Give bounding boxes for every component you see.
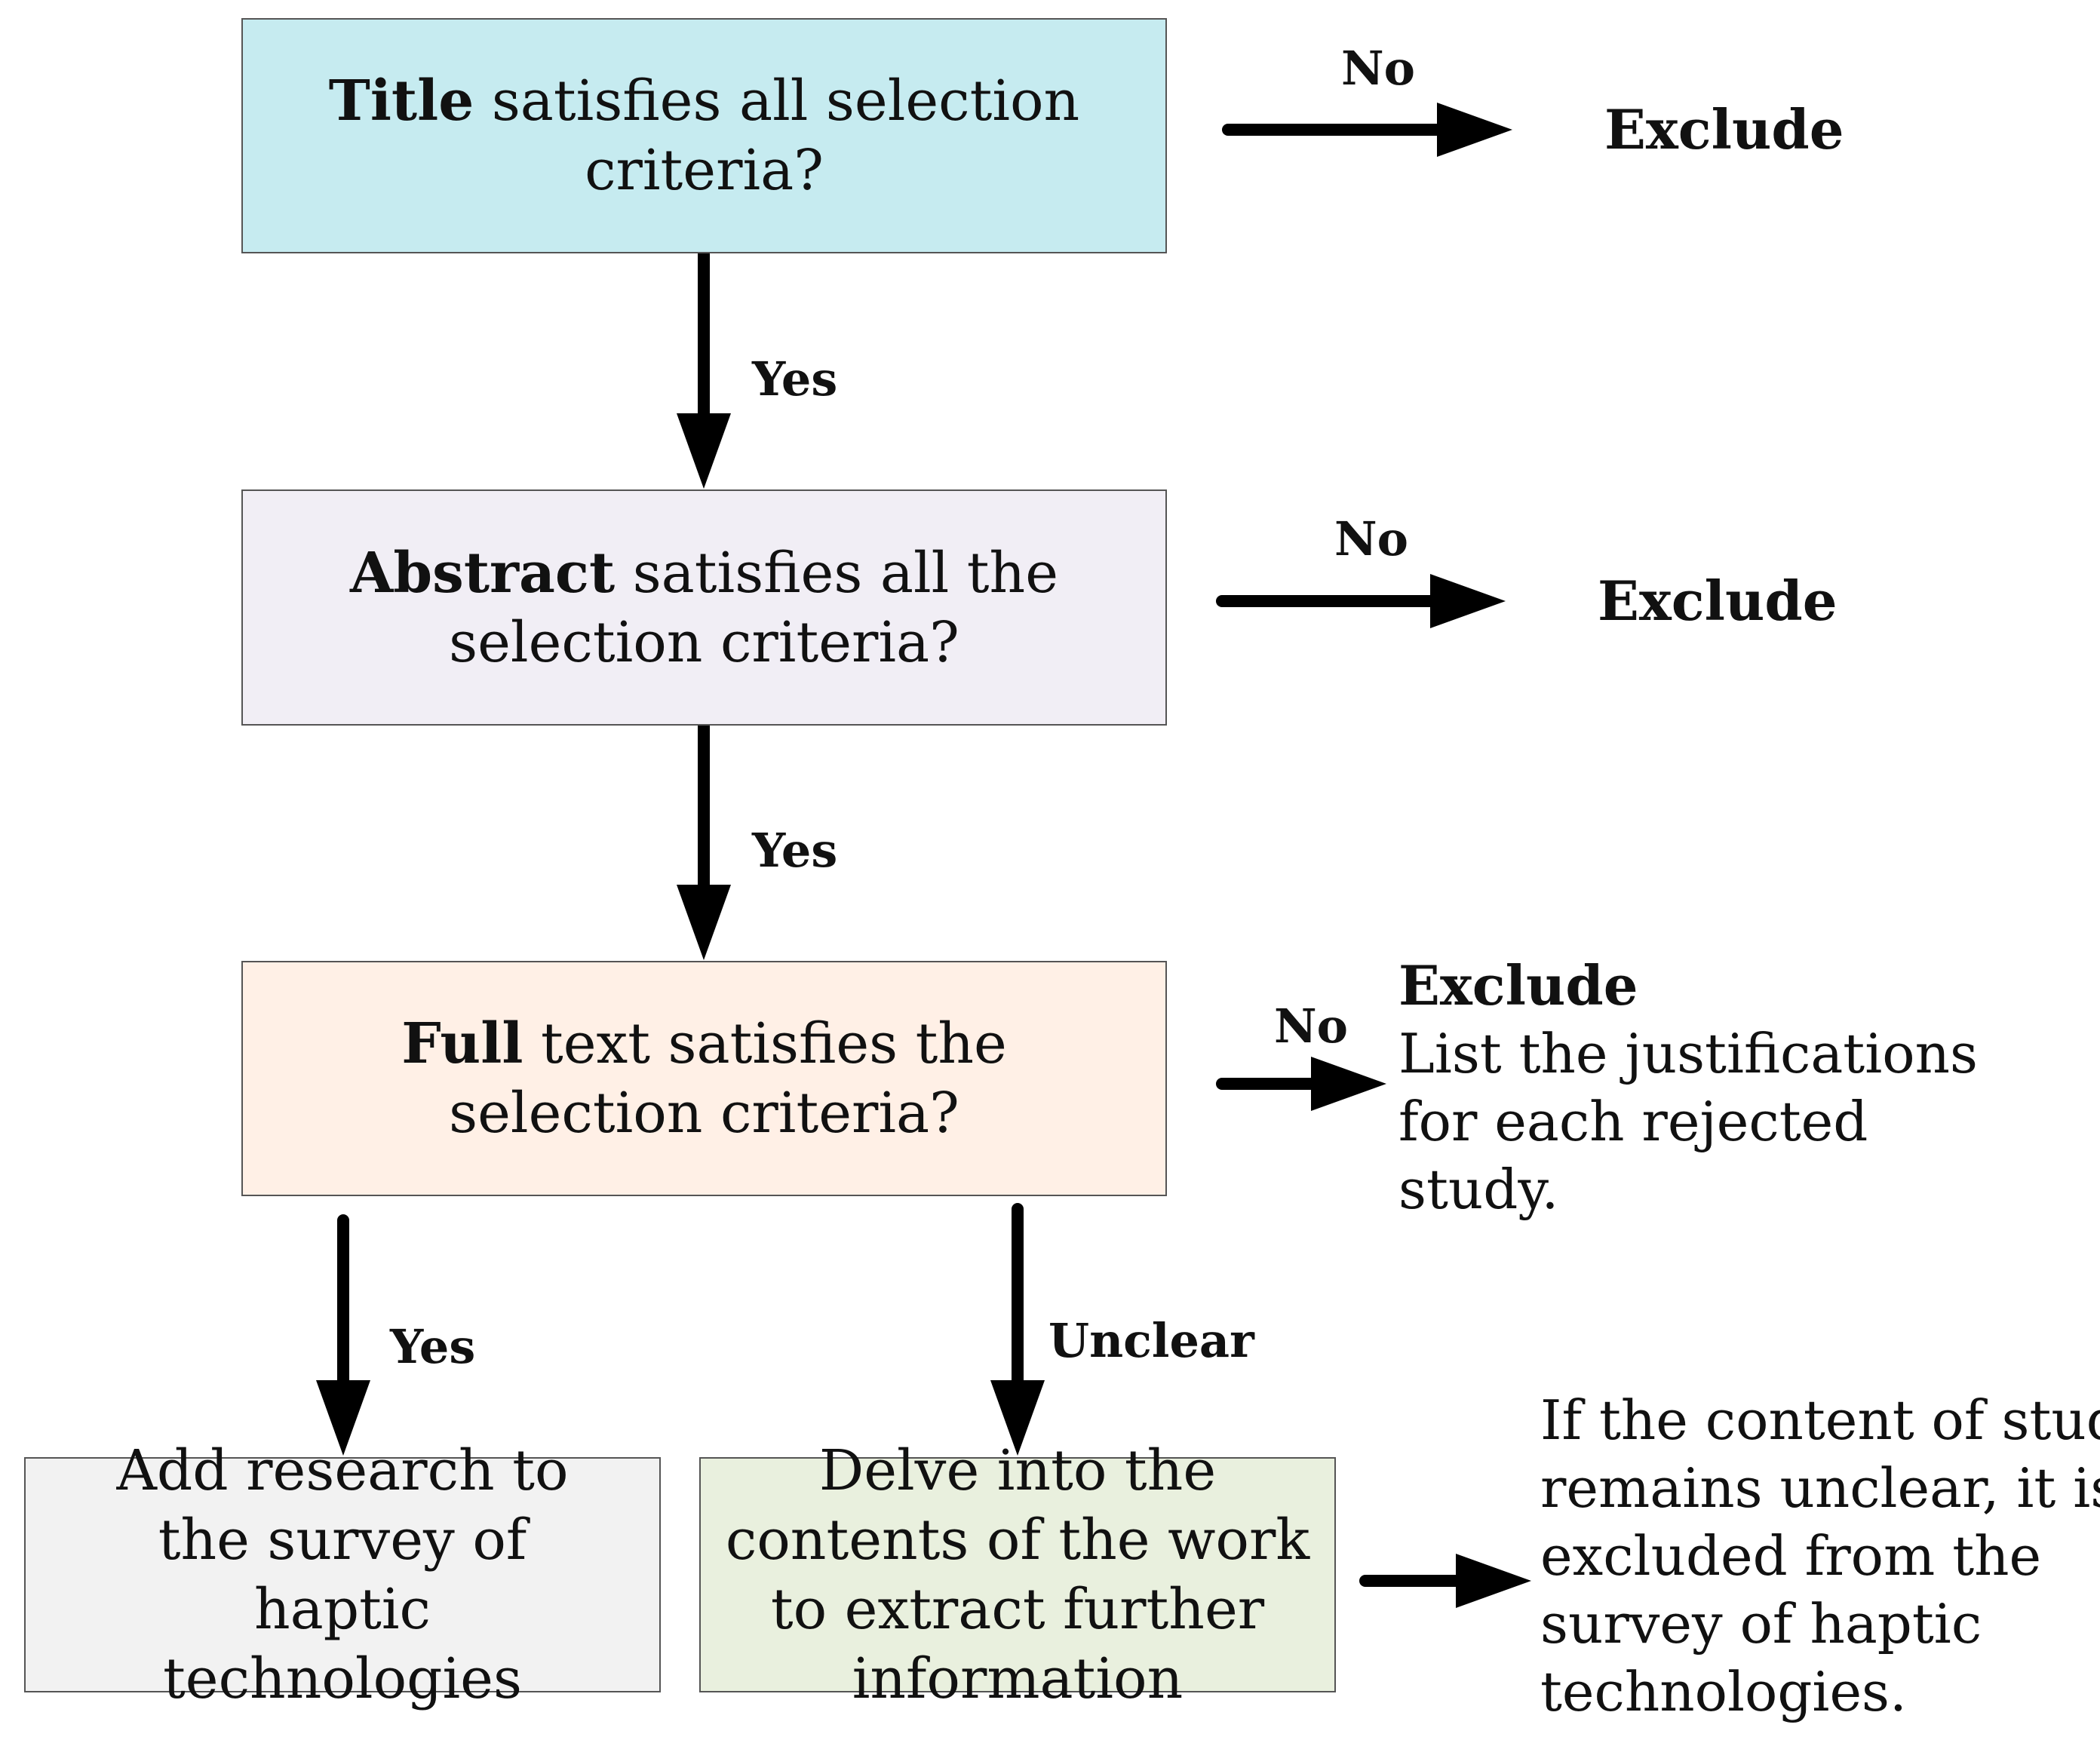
- abstract-no-label: No: [1334, 511, 1409, 566]
- fulltext-no-label: No: [1274, 999, 1349, 1054]
- unclear-outcome-note: If the content of study remains unclear,…: [1540, 1386, 2100, 1726]
- fulltext-decision-text: Full text satisfies the selection criter…: [401, 1011, 1007, 1146]
- unclear-note-line-2: remains unclear, it is: [1540, 1456, 2100, 1520]
- fulltext-yes-label: Yes: [390, 1319, 476, 1374]
- delve-text: Delve into the contents of the work to e…: [725, 1438, 1310, 1711]
- title-no-label: No: [1341, 41, 1416, 96]
- fulltext-unclear-label: Unclear: [1048, 1313, 1254, 1368]
- justification-line-1: List the justifications: [1398, 1022, 1978, 1085]
- justification-line-2: for each rejected: [1398, 1090, 1868, 1153]
- unclear-note-line-3: excluded from the: [1540, 1524, 2042, 1588]
- fulltext-decision-box: Full text satisfies the selection criter…: [241, 961, 1167, 1196]
- add-research-box: Add research to the survey of haptic tec…: [24, 1438, 661, 1711]
- exclude-outcome-title: Exclude: [1604, 97, 1844, 161]
- delve-box: Delve into the contents of the work to e…: [699, 1438, 1336, 1711]
- add-research-text: Add research to the survey of haptic tec…: [116, 1438, 569, 1711]
- abstract-yes-label: Yes: [752, 823, 838, 878]
- unclear-note-line-5: technologies.: [1540, 1660, 1907, 1723]
- fulltext-exclude-note: Exclude List the justifications for each…: [1398, 952, 1978, 1223]
- unclear-note-line-1: If the content of study: [1540, 1389, 2100, 1452]
- justification-line-3: study.: [1398, 1158, 1559, 1221]
- title-decision-box: Title satisfies all selection criteria?: [241, 18, 1167, 253]
- title-yes-label: Yes: [752, 351, 838, 407]
- exclude-outcome-fulltext: Exclude: [1398, 953, 1638, 1017]
- abstract-decision-box: Abstract satisfies all the selection cri…: [241, 489, 1167, 726]
- abstract-decision-text: Abstract satisfies all the selection cri…: [350, 540, 1058, 675]
- title-decision-text: Title satisfies all selection criteria?: [328, 69, 1080, 203]
- exclude-outcome-abstract: Exclude: [1598, 569, 1838, 633]
- unclear-note-line-4: survey of haptic: [1540, 1592, 1982, 1655]
